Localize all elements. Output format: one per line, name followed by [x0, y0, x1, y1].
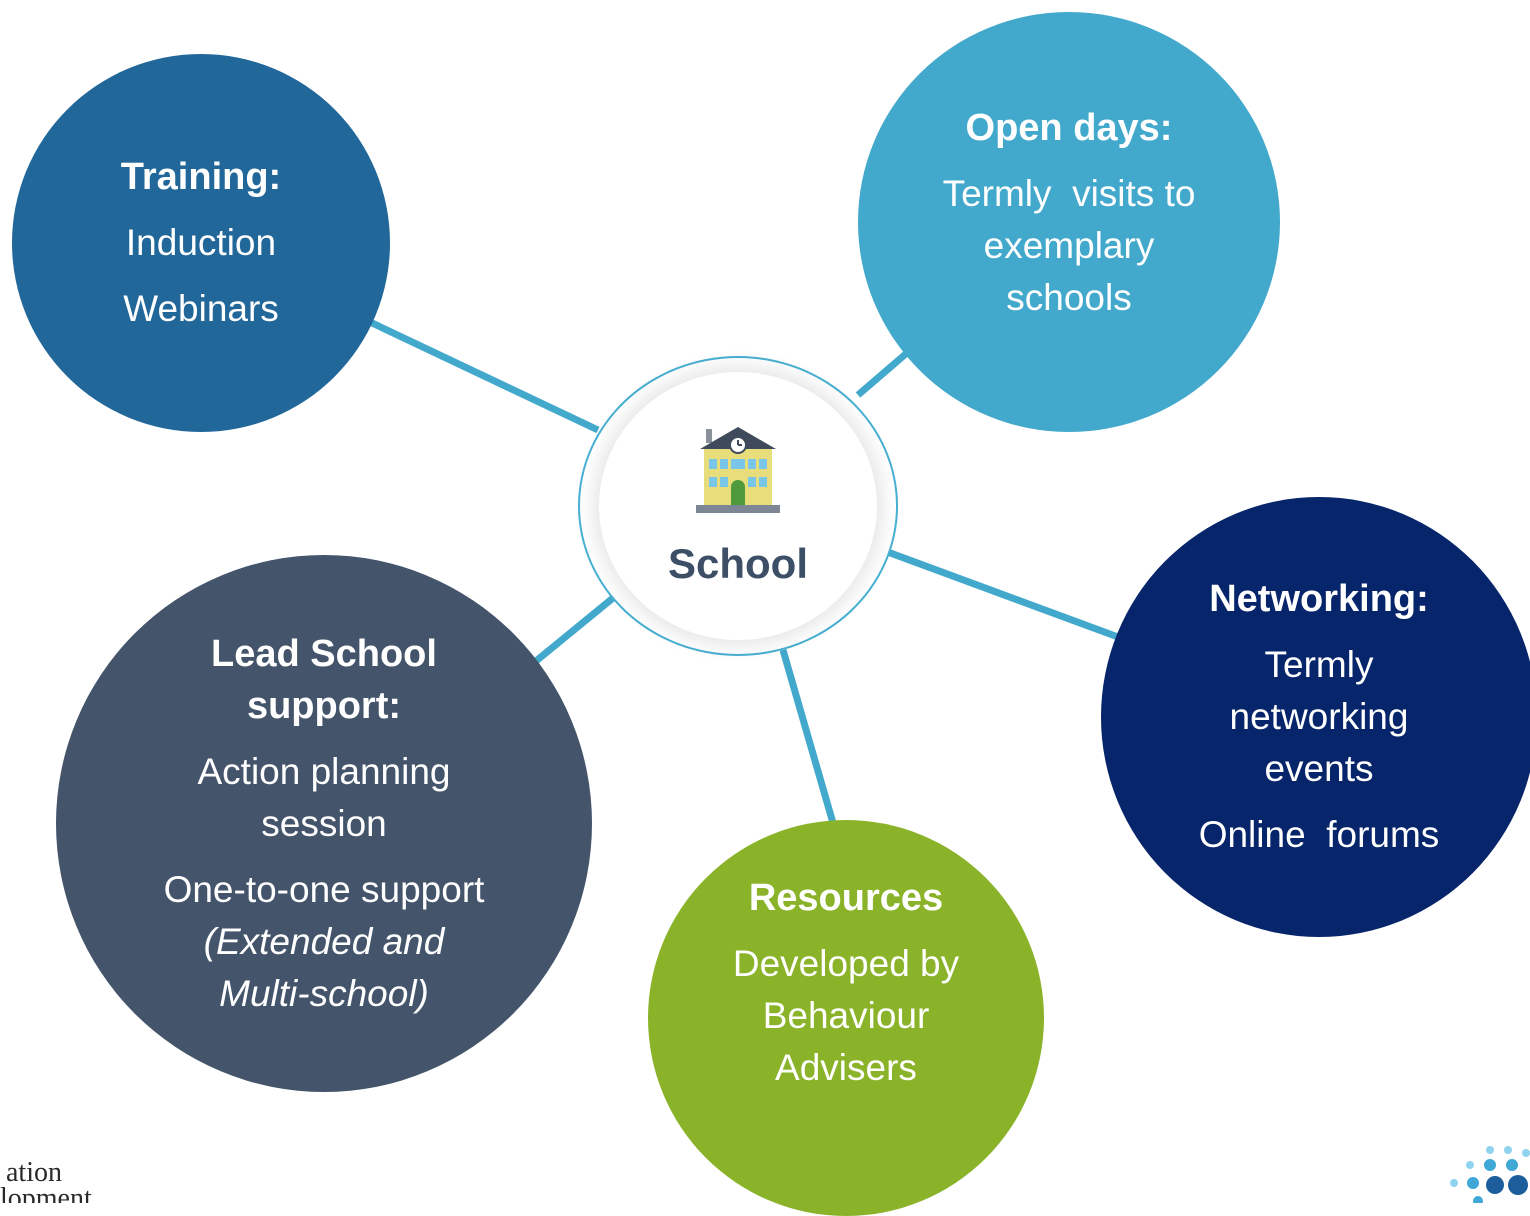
- lead-school-heading: support:: [246, 684, 402, 727]
- open-days-line: schools: [1006, 277, 1132, 318]
- logo-line: lopment: [0, 1183, 92, 1204]
- resources-line: Developed by: [732, 943, 960, 984]
- logo-line: ation: [6, 1160, 62, 1188]
- networking-line: networking: [1229, 696, 1409, 737]
- networking-heading: Networking:: [1209, 578, 1429, 620]
- networking-line: Termly: [1264, 644, 1374, 685]
- training-circle: Training: Induction Webinars: [12, 54, 390, 432]
- open-days-circle: Open days: Termly visits to exemplary sc…: [858, 12, 1280, 432]
- training-heading: Training:: [120, 156, 282, 198]
- networking-line: Online forums: [1198, 814, 1440, 855]
- partner-logo-text: ation lopment: [0, 1160, 140, 1203]
- connector-training: [368, 318, 600, 434]
- center-label: School: [667, 539, 808, 587]
- resources-circle: Resources Developed by Behaviour Adviser…: [648, 820, 1044, 1216]
- lead-school-line: Action planning: [197, 750, 451, 792]
- lead-school-italic-line: (Extended and: [203, 920, 445, 962]
- lead-school-line: One-to-one support: [163, 868, 485, 910]
- lead-school-italic-line: Multi-school): [219, 972, 429, 1014]
- connector-open-days: [855, 349, 911, 398]
- resources-heading: Resources: [748, 877, 944, 919]
- open-days-heading: Open days:: [965, 107, 1173, 149]
- connector-networking: [883, 547, 1120, 641]
- lead-school-circle: Lead School support: Action planning ses…: [56, 555, 592, 1092]
- resources-line: Behaviour: [762, 995, 930, 1036]
- open-days-line: exemplary: [983, 225, 1155, 266]
- lead-school-heading: Lead School: [211, 632, 437, 675]
- center-circle: School: [599, 372, 877, 640]
- resources-line: Advisers: [775, 1047, 917, 1088]
- training-line: Induction: [125, 222, 277, 263]
- connector-lead-school: [522, 595, 616, 673]
- networking-line: events: [1264, 748, 1374, 789]
- lead-school-line: session: [261, 802, 387, 844]
- connector-resources: [779, 649, 837, 824]
- open-days-line: Termly visits to: [942, 173, 1196, 214]
- networking-circle: Networking: Termly networking events Onl…: [1101, 497, 1530, 937]
- school-building-icon: [692, 425, 784, 522]
- training-line: Webinars: [123, 288, 279, 329]
- dot-cluster-logo: [1450, 1146, 1530, 1203]
